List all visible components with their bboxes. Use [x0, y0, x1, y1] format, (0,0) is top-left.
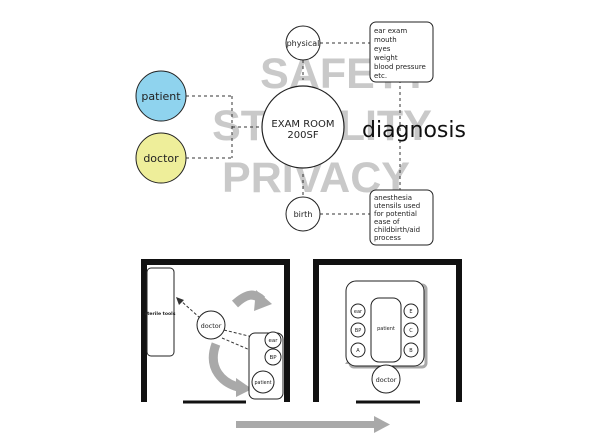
- physical-note: weight: [374, 54, 398, 62]
- path-arrowhead: [176, 297, 184, 305]
- plan-left-patient: [251, 370, 275, 394]
- plan-right-table: [370, 297, 402, 363]
- sterile-tools-label: sterile tools: [145, 311, 176, 317]
- plan-left: sterile tools doctor ear BP patient: [141, 259, 290, 404]
- plan-left-bp: [264, 348, 282, 366]
- physical-bubble: [285, 25, 321, 61]
- plan-right-left-item: BP: [355, 328, 361, 334]
- birth-note: process: [374, 234, 401, 242]
- movement-arrowhead-bottom: [236, 378, 252, 397]
- progression-arrowhead: [374, 416, 390, 433]
- doctor-bubble-label: doctor: [143, 152, 179, 165]
- plan-left-patient-label: patient: [254, 380, 271, 386]
- physical-notes-list: ear exam mouth eyes weight blood pressur…: [374, 27, 426, 80]
- plan-right-doctor-label: doctor: [376, 376, 397, 384]
- physical-note: mouth: [374, 36, 397, 44]
- birth-note: utensils used: [374, 202, 420, 210]
- plan-right-e: [403, 303, 419, 319]
- plan-right-b: [403, 342, 419, 358]
- progression-arrow-shaft: [236, 421, 374, 428]
- birth-notes-box: [369, 189, 434, 246]
- movement-arrowhead-top: [254, 290, 272, 311]
- plan-right-c: [403, 322, 419, 338]
- plan-left-ear: [264, 331, 282, 349]
- plan-right-bp: [350, 322, 366, 338]
- plan-right-left-item: A: [356, 348, 360, 354]
- plan-right-patient-label: patient: [377, 326, 395, 332]
- patient-bubble: [135, 70, 187, 122]
- birth-note: for potential: [374, 210, 417, 218]
- diagnosis-keyword: diagnosis: [362, 118, 466, 143]
- physical-note: eyes: [374, 45, 391, 53]
- plan-left-doctor: [196, 310, 226, 340]
- doctor-bubble: [135, 132, 187, 184]
- plan-left-bp-label: BP: [269, 355, 277, 361]
- patient-bubble-label: patient: [141, 90, 181, 103]
- exam-room-label: EXAM ROOM: [271, 119, 334, 130]
- birth-notes-list: anesthesia utensils used for potential e…: [374, 194, 420, 242]
- plan-right-right-item: C: [409, 328, 413, 334]
- plan-right-right-item: E: [409, 309, 412, 315]
- plan-right-a: [350, 342, 366, 358]
- plan-left-doctor-label: doctor: [201, 322, 222, 330]
- exam-room-area: 200SF: [287, 130, 318, 141]
- plan-right-left-item: ear: [354, 309, 363, 315]
- plan-right-ear: [350, 303, 366, 319]
- birth-note: childbirth/aid: [374, 226, 420, 234]
- physical-label: physical: [287, 39, 320, 48]
- birth-note: anesthesia: [374, 194, 412, 202]
- plan-left-ear-label: ear: [268, 338, 278, 344]
- plan-right-walls: [313, 259, 462, 402]
- exam-room-circle: [261, 85, 345, 169]
- physical-note: ear exam: [374, 27, 407, 35]
- sterile-tools-cabinet: [146, 267, 175, 357]
- birth-bubble: [285, 196, 321, 232]
- physical-note: etc.: [374, 72, 387, 80]
- plan-right: patient ear BP A E C B doctor: [313, 259, 462, 404]
- plan-right-doctor: [371, 364, 401, 394]
- plan-right-right-item: B: [409, 348, 413, 354]
- physical-notes-box: [369, 21, 434, 83]
- birth-note: ease of: [374, 218, 400, 226]
- concept-connectors: [186, 42, 401, 215]
- physical-note: blood pressure: [374, 63, 426, 71]
- birth-label: birth: [294, 210, 313, 219]
- plan-left-walls: [141, 259, 290, 402]
